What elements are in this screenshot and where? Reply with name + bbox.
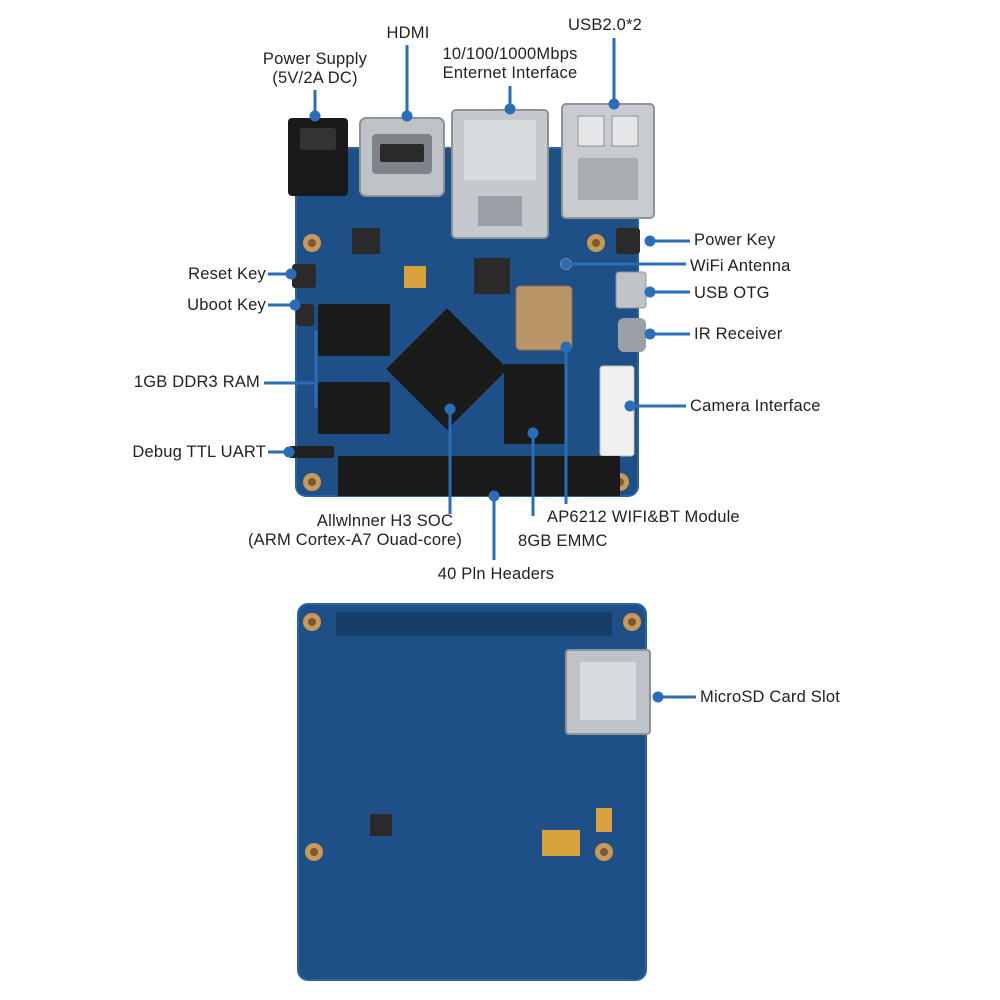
soc-chip	[386, 308, 508, 430]
power-supply-line1: Power Supply	[262, 50, 368, 68]
soc-line2: (ARM Cortex-A7 Ouad-core)	[247, 531, 463, 549]
label-microsd: MicroSD Card Slot	[700, 688, 841, 706]
ir-receiver-part	[618, 318, 646, 352]
soc-line1: Allwlnner H3 SOC	[316, 512, 454, 530]
small-chip	[474, 258, 510, 294]
label-reset-key: Reset Key	[188, 265, 266, 283]
bottom-inductor	[370, 814, 392, 836]
bottom-mounting-holes	[303, 613, 641, 861]
ram-chips	[318, 304, 390, 434]
hdmi-port	[359, 117, 445, 197]
ethernet-line2: Enternet Interface	[442, 64, 578, 82]
label-power-key: Power Key	[694, 231, 776, 249]
ethernet-port	[451, 109, 549, 239]
power-supply-line2: (5V/2A DC)	[272, 69, 358, 87]
dc-jack	[288, 118, 348, 196]
debug-uart-pins	[290, 446, 334, 458]
label-ir-receiver: IR Receiver	[694, 325, 783, 343]
label-usb-otg: USB OTG	[694, 284, 770, 302]
label-ethernet: 10/100/1000Mbps Enternet Interface	[420, 45, 600, 83]
label-wifi-bt: AP6212 WIFI&BT Module	[547, 508, 740, 526]
usb-otg-part	[615, 271, 647, 309]
label-usb2: USB2.0*2	[568, 16, 643, 34]
pin-holes-row	[336, 612, 612, 636]
uboot-key-part	[296, 304, 314, 326]
label-ram: 1GB DDR3 RAM	[133, 373, 260, 391]
label-hdmi: HDMI	[386, 24, 430, 42]
reset-key-part	[292, 264, 316, 288]
label-debug-uart: Debug TTL UART	[132, 443, 266, 461]
label-uboot-key: Uboot Key	[187, 296, 266, 314]
label-pin-headers: 40 Pln Headers	[437, 565, 555, 583]
label-emmc: 8GB EMMC	[518, 532, 608, 550]
label-power-supply: Power Supply (5V/2A DC)	[240, 50, 390, 88]
microsd-slot	[565, 649, 651, 735]
ethernet-line1: 10/100/1000Mbps	[442, 45, 578, 63]
pin-header	[338, 456, 620, 496]
usb-port	[561, 103, 655, 219]
bottom-capacitor	[542, 830, 580, 856]
bottom-pcb	[297, 603, 647, 981]
bottom-board	[297, 603, 651, 981]
power-key-part	[616, 228, 640, 254]
leader-lines	[264, 38, 696, 703]
bottom-small-capacitor	[596, 808, 612, 832]
wifi-module	[515, 285, 573, 351]
label-camera-interface: Camera Interface	[690, 397, 821, 415]
label-soc: Allwlnner H3 SOC (ARM Cortex-A7 Ouad-cor…	[205, 512, 505, 550]
top-board	[288, 103, 655, 497]
label-wifi-antenna: WiFi Antenna	[690, 257, 791, 275]
capacitor	[404, 266, 426, 288]
inductor	[352, 228, 380, 254]
